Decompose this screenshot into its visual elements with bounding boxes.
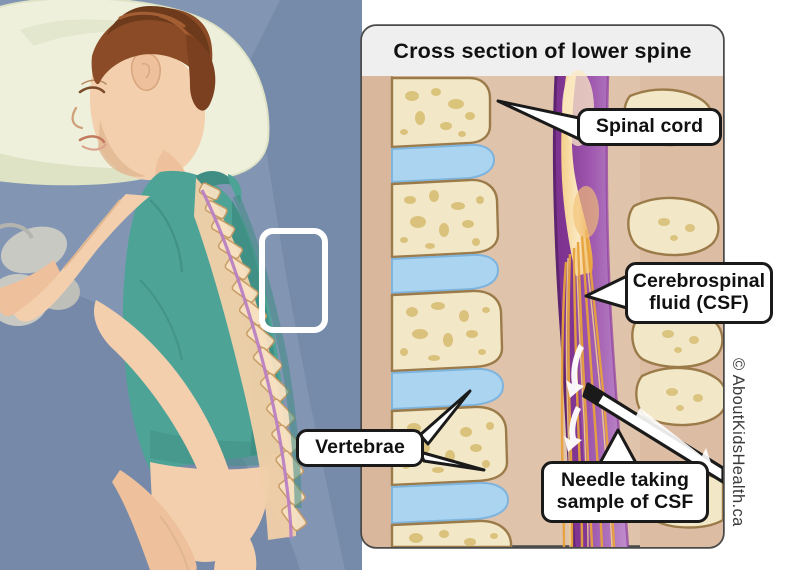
spine-band [194, 178, 296, 540]
callout-spinal-cord-label: Spinal cord [595, 115, 704, 138]
needle-flow-arrow [636, 408, 712, 466]
intervertebral-disc [391, 253, 500, 295]
vertebra-body [390, 76, 492, 149]
vertebra-body [390, 178, 500, 259]
child-head [71, 6, 216, 180]
pointer-vertebrae-upper [418, 389, 472, 446]
tissue-posterior [362, 76, 392, 547]
intervertebral-disc [391, 481, 510, 525]
cord-line [200, 189, 293, 539]
intervertebral-disc [391, 367, 505, 411]
upper-arm [14, 194, 150, 322]
panel-titlebar [362, 26, 723, 76]
forearm [0, 260, 60, 317]
needle-tip [584, 384, 604, 404]
eye-closed [78, 86, 106, 94]
child-scene [0, 0, 362, 570]
vertebra-body [390, 289, 504, 373]
mouth [78, 135, 106, 144]
nose [71, 106, 84, 130]
callout-spinal-cord: Spinal cord [577, 108, 722, 146]
child-legs [112, 462, 269, 570]
callout-needle: Needle taking sample of CSF [541, 461, 709, 523]
vertebra-body [390, 405, 509, 487]
bone-marrow-speckles [400, 88, 498, 546]
face [89, 48, 206, 180]
csf-flow-arrows [564, 344, 584, 452]
callout-vertebrae-label: Vertebrae [315, 436, 405, 459]
callout-vertebrae: Vertebrae [296, 429, 424, 467]
callout-csf-label: Cerebrospinal fluid (CSF) [632, 270, 766, 314]
attribution-text: © AboutKidsHealth.ca [729, 358, 747, 527]
ear [130, 52, 161, 92]
callout-pointers [418, 99, 638, 472]
needle [582, 382, 723, 484]
foot [214, 520, 257, 570]
callout-needle-label: Needle taking sample of CSF [556, 469, 694, 513]
hair-shadow [106, 6, 211, 62]
panel-title: Cross section of lower spine [393, 38, 692, 63]
intervertebral-disc [391, 143, 496, 184]
spinous-process [627, 196, 720, 257]
lower-spine-highlight [259, 228, 328, 333]
bed-shadow-right [250, 0, 362, 570]
shin [112, 470, 197, 570]
callout-cerebrospinal-fluid: Cerebrospinal fluid (CSF) [625, 262, 773, 324]
